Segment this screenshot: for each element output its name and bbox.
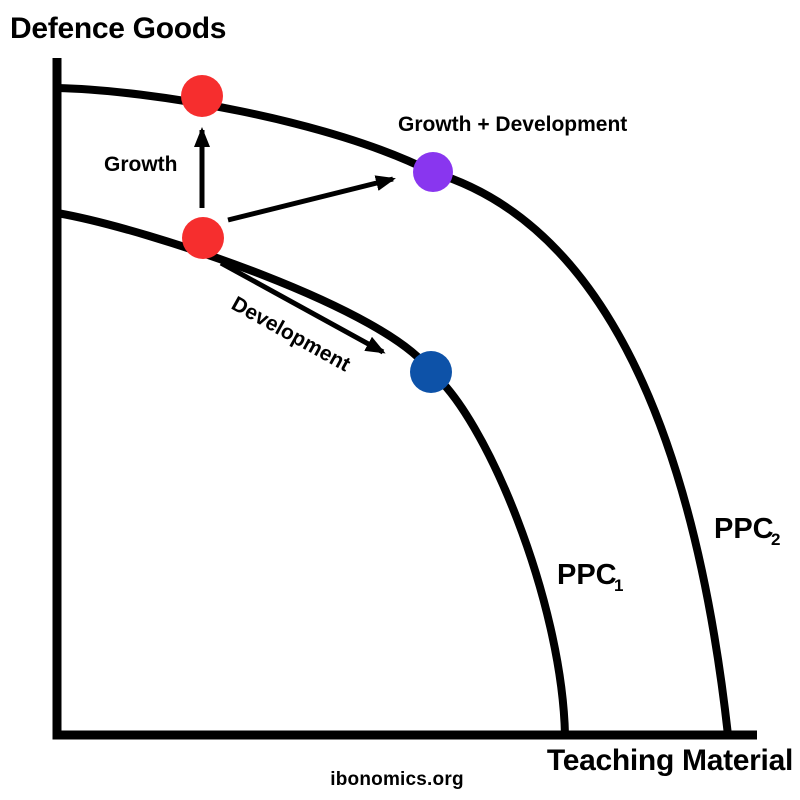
axes-lines [52, 58, 757, 740]
y-axis-label: Defence Goods [10, 12, 226, 45]
watermark: ibonomics.org [330, 769, 464, 790]
ppc1-subscript: 1 [614, 576, 623, 595]
growth-development-arrow [227, 175, 396, 223]
ppc2-subscript: 2 [771, 530, 780, 549]
growth-development-label: Growth + Development [398, 113, 627, 136]
growth-point-red [181, 75, 223, 117]
ppc2-label: PPC [714, 513, 774, 545]
x-axis-label: Teaching Material [547, 744, 793, 777]
development-point-blue [410, 351, 452, 393]
development-arrow [219, 260, 386, 355]
ppc2-curve [53, 84, 732, 739]
initial-point-red [182, 217, 224, 259]
ppc1-curve [53, 209, 569, 739]
ppc1-label: PPC [557, 559, 617, 591]
growth-label: Growth [104, 153, 178, 176]
growth-development-point-purple [413, 152, 453, 192]
